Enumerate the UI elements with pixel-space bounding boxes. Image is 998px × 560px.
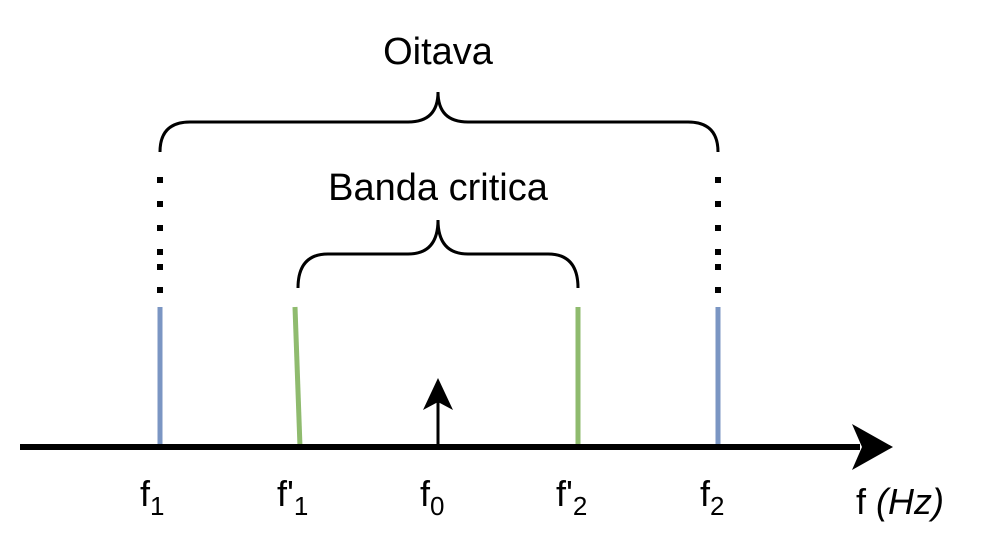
tick-label-f2: f2 [700, 473, 724, 521]
right-dotted-connector [715, 177, 721, 293]
tick-label-f-prime-1: f'1 [277, 473, 308, 521]
tick-label-f1: f1 [140, 473, 164, 521]
critical-band-brace [296, 219, 580, 289]
octave-brace [158, 91, 720, 153]
center-frequency-arrow-head [423, 378, 453, 410]
tick-label-f-prime-2: f'2 [556, 473, 587, 521]
frequency-axis-arrowhead [852, 424, 893, 470]
critical-band-label: Banda critica [328, 167, 549, 209]
axis-unit-label: f(Hz) [856, 481, 944, 522]
octave-label: Oitava [383, 31, 494, 73]
tick-label-f0: f0 [420, 473, 444, 521]
critical-band-line-f-prime-1 [292, 306, 303, 448]
left-dotted-connector [157, 177, 163, 293]
